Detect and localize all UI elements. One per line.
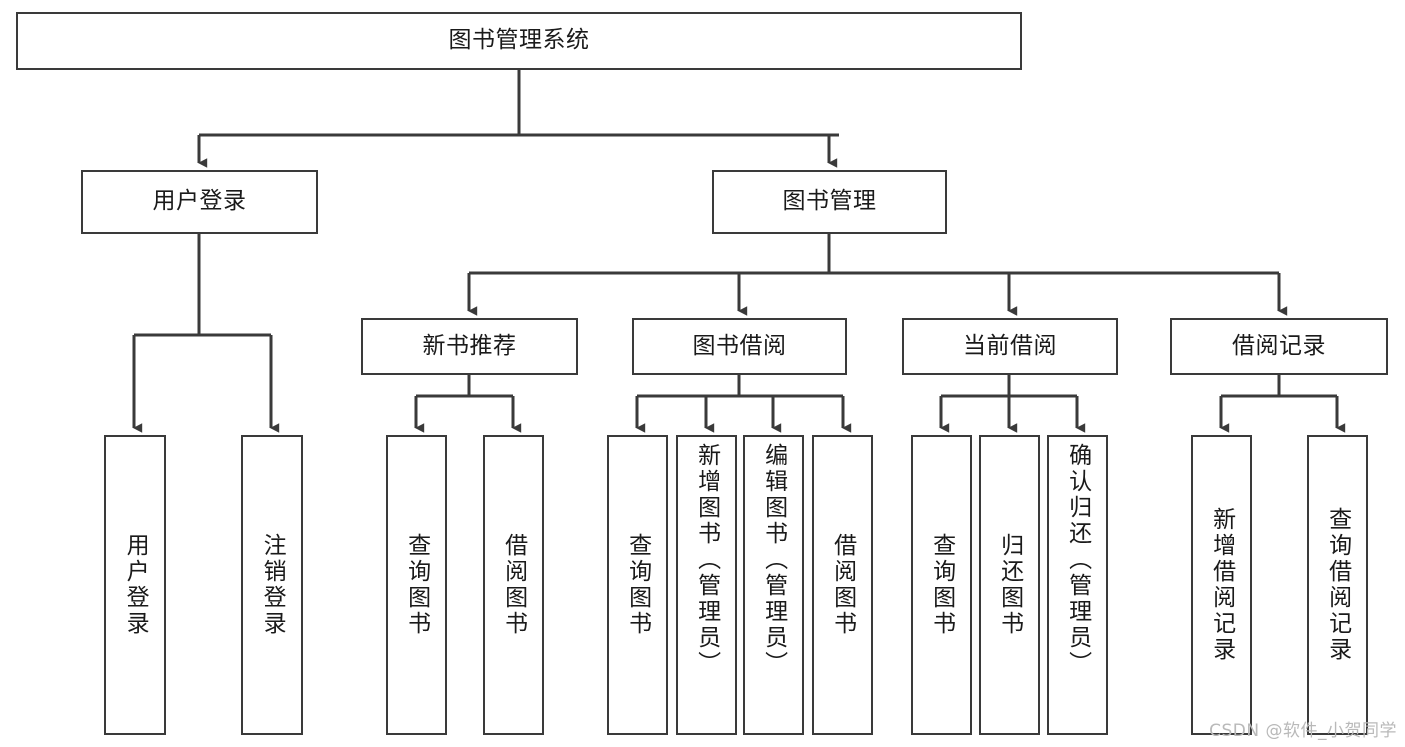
leaf-user-logout-label: 注销登录 xyxy=(259,533,286,637)
node-book-borrow-label: 图书借阅 xyxy=(692,332,787,359)
node-book-manage[interactable]: 图书管理 xyxy=(712,170,947,234)
leaf-borrow-book-1-label: 借阅图书 xyxy=(500,533,527,637)
node-current-borrow[interactable]: 当前借阅 xyxy=(902,318,1118,375)
leaf-confirm-return[interactable]: 确认归还（管理员） xyxy=(1047,435,1108,735)
node-book-manage-label: 图书管理 xyxy=(782,188,877,215)
leaf-query-book-2[interactable]: 查询图书 xyxy=(607,435,668,735)
node-user-login[interactable]: 用户登录 xyxy=(81,170,318,234)
leaf-query-book-1[interactable]: 查询图书 xyxy=(386,435,447,735)
node-root-label: 图书管理系统 xyxy=(448,27,590,54)
leaf-add-book[interactable]: 新增图书（管理员） xyxy=(676,435,737,735)
leaf-query-record[interactable]: 查询借阅记录 xyxy=(1307,435,1368,735)
node-borrow-record-label: 借阅记录 xyxy=(1232,332,1326,359)
leaf-query-book-3-label: 查询图书 xyxy=(928,533,955,637)
leaf-query-book-2-label: 查询图书 xyxy=(624,533,651,637)
leaf-borrow-book-1[interactable]: 借阅图书 xyxy=(483,435,544,735)
leaf-user-login[interactable]: 用户登录 xyxy=(104,435,166,735)
node-user-login-label: 用户登录 xyxy=(152,188,247,215)
leaf-add-record-label: 新增借阅记录 xyxy=(1208,507,1235,663)
leaf-add-record[interactable]: 新增借阅记录 xyxy=(1191,435,1252,735)
leaf-borrow-book-2[interactable]: 借阅图书 xyxy=(812,435,873,735)
leaf-query-book-1-label: 查询图书 xyxy=(403,533,430,637)
leaf-borrow-book-2-label: 借阅图书 xyxy=(829,533,856,637)
leaf-query-book-3[interactable]: 查询图书 xyxy=(911,435,972,735)
leaf-return-book[interactable]: 归还图书 xyxy=(979,435,1040,735)
leaf-confirm-return-label: 确认归还（管理员） xyxy=(1064,443,1091,677)
leaf-edit-book[interactable]: 编辑图书（管理员） xyxy=(743,435,804,735)
node-root[interactable]: 图书管理系统 xyxy=(16,12,1022,70)
node-new-book-recommend-label: 新书推荐 xyxy=(422,332,517,359)
node-book-borrow[interactable]: 图书借阅 xyxy=(632,318,847,375)
leaf-return-book-label: 归还图书 xyxy=(996,533,1023,637)
leaf-user-logout[interactable]: 注销登录 xyxy=(241,435,303,735)
csdn-watermark: CSDN @软件_小贺同学 xyxy=(1209,721,1397,741)
leaf-user-login-label: 用户登录 xyxy=(122,533,149,637)
node-new-book-recommend[interactable]: 新书推荐 xyxy=(361,318,578,375)
node-borrow-record[interactable]: 借阅记录 xyxy=(1170,318,1388,375)
node-current-borrow-label: 当前借阅 xyxy=(963,332,1057,359)
leaf-query-record-label: 查询借阅记录 xyxy=(1324,507,1351,663)
leaf-add-book-label: 新增图书（管理员） xyxy=(693,443,720,677)
leaf-edit-book-label: 编辑图书（管理员） xyxy=(760,443,787,677)
